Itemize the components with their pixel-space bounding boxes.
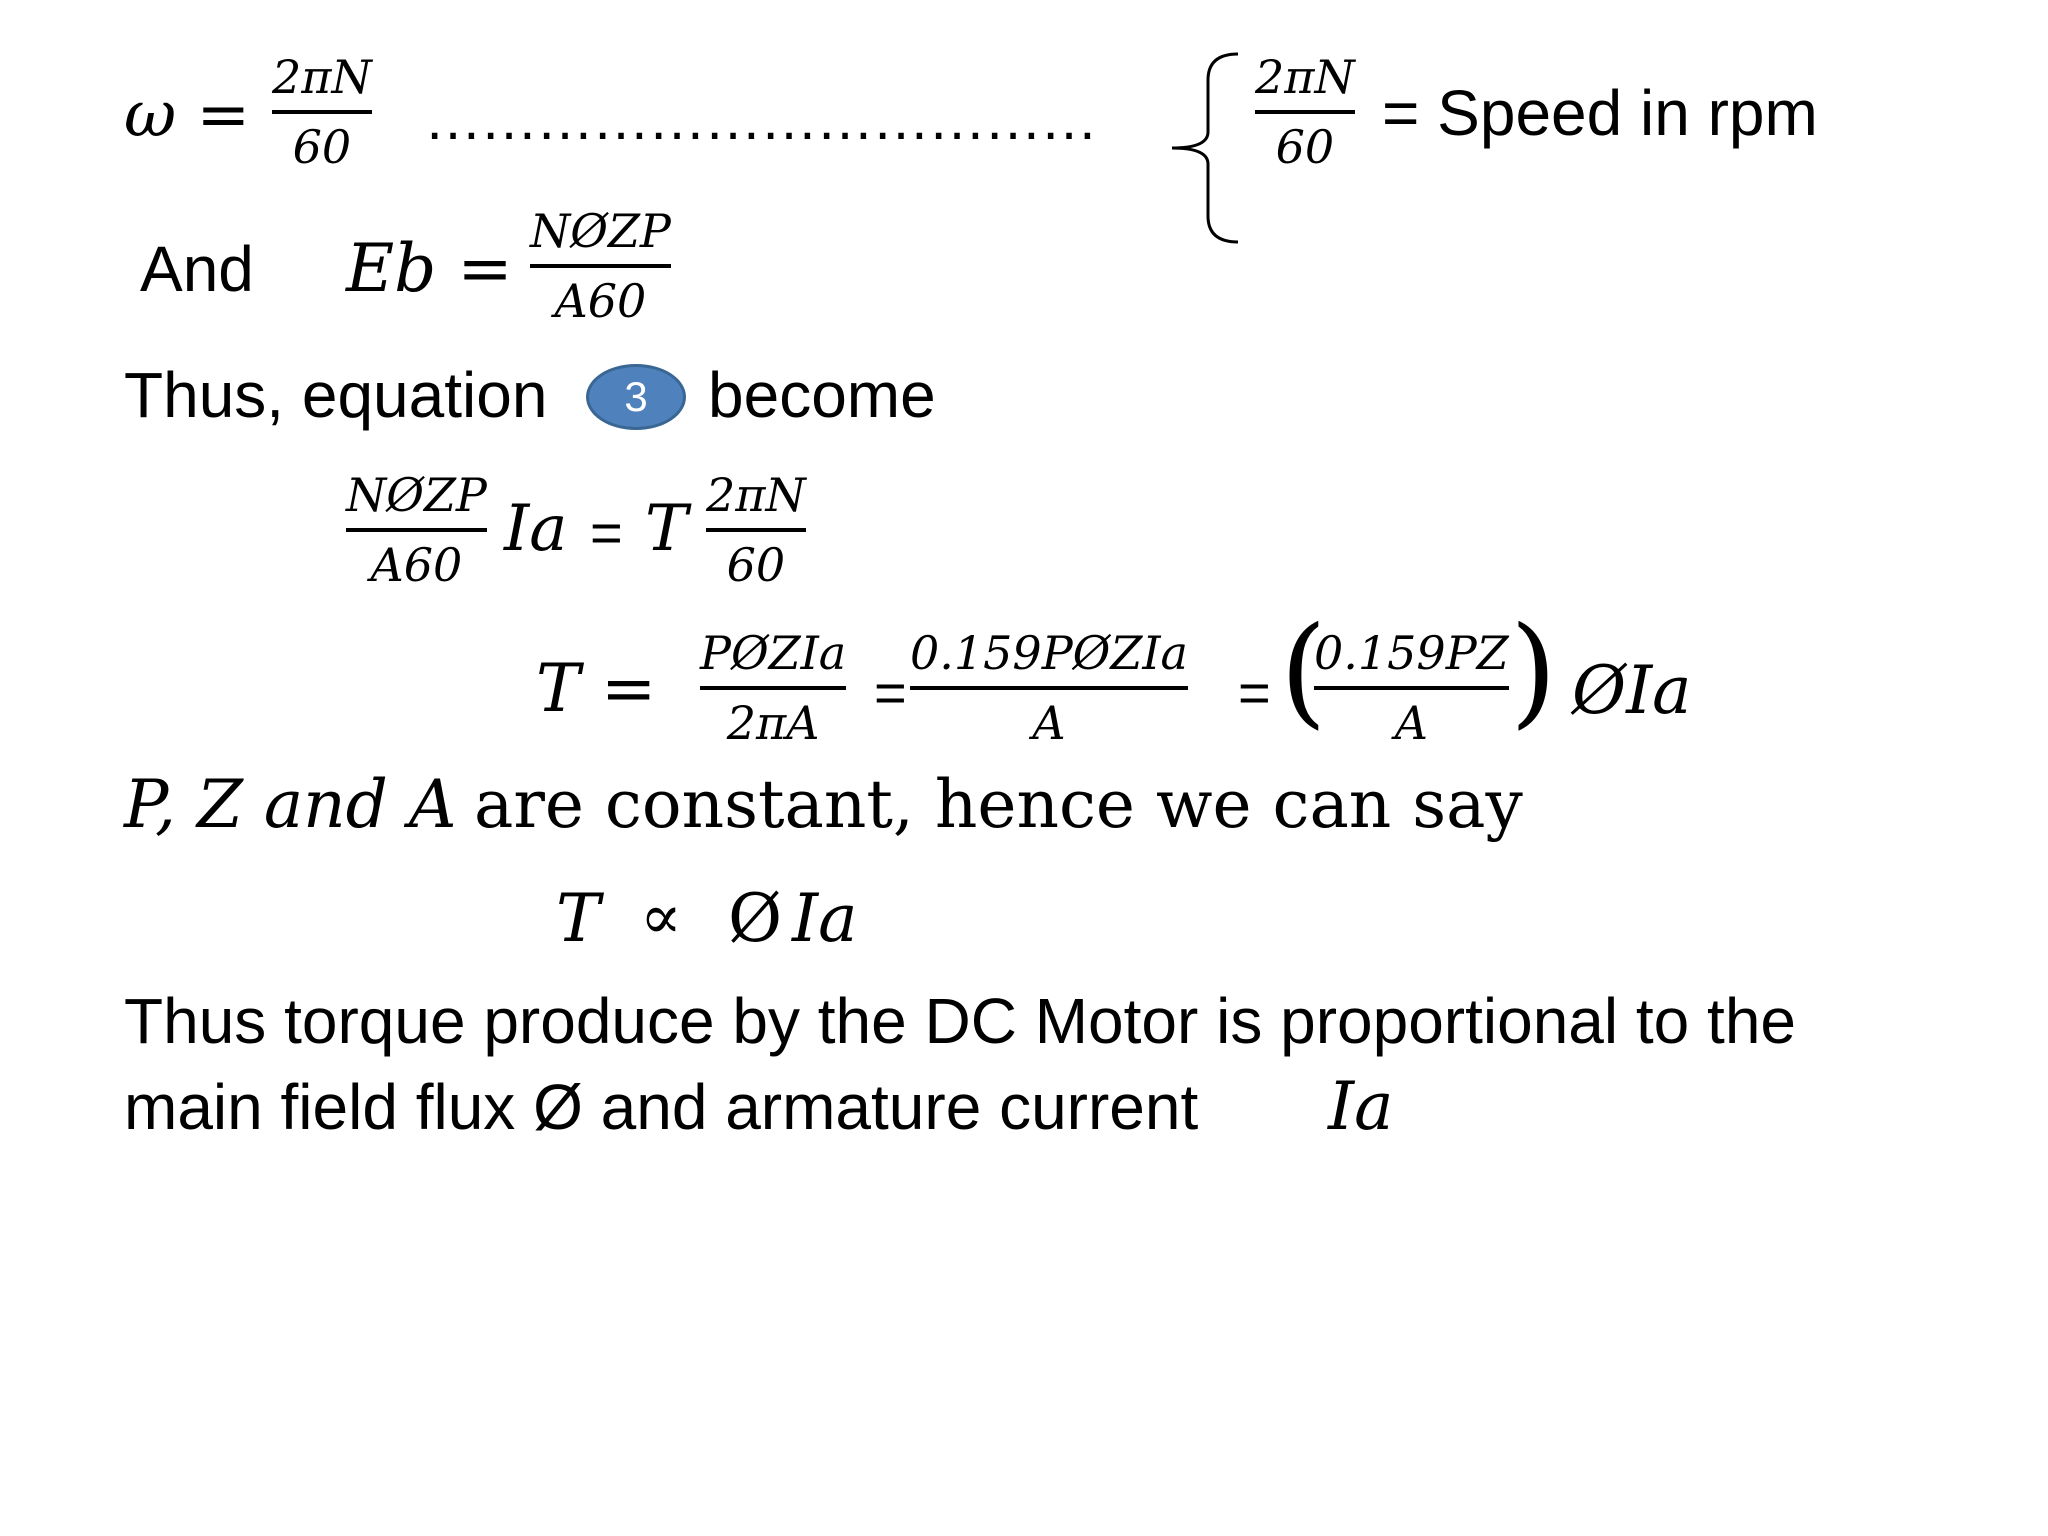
numerator: NØZP <box>346 468 487 522</box>
open-paren: ( <box>1280 602 1327 741</box>
torque-fraction-1: PØZIa 2πA <box>700 626 847 750</box>
torque-symbol: T <box>645 492 688 566</box>
curly-brace-icon <box>1171 52 1239 244</box>
flux-current-term: ØIa <box>1572 652 1692 729</box>
fraction-bar <box>530 264 671 268</box>
equation-number-badge: 3 <box>586 364 686 430</box>
speed-label: = Speed in rpm <box>1382 77 1818 149</box>
fraction-bar <box>910 686 1188 690</box>
numerator: 0.159PZ <box>1314 626 1509 680</box>
conclusion-ia-symbol: Ia <box>1328 1068 1394 1145</box>
torque-fraction-3: 0.159PZ A <box>1314 630 1509 746</box>
fraction-bar <box>272 110 372 114</box>
conclusion-line-1: Thus torque produce by the DC Motor is p… <box>124 985 1796 1057</box>
speed-fraction: 2πN 60 <box>1255 54 1355 170</box>
ia-symbol: Ia <box>792 880 858 957</box>
conclusion-line-2: main field flux Ø and armature current <box>124 1071 1199 1143</box>
torque-symbol: T <box>556 880 601 957</box>
eb-numerator: NØZP <box>530 204 671 258</box>
equals-sign: = <box>1238 661 1271 724</box>
eb-lhs: Eb = <box>346 230 513 307</box>
denominator: A60 <box>370 538 463 592</box>
flux-symbol: Ø <box>728 880 783 957</box>
numerator: PØZIa <box>700 626 847 680</box>
become-text: become <box>708 359 936 431</box>
fraction-bar <box>700 686 847 690</box>
denominator: 60 <box>726 538 786 592</box>
proportional-symbol: ∝ <box>640 880 682 953</box>
speed-numerator: 2πN <box>1255 50 1355 104</box>
fraction-bar <box>1255 110 1355 114</box>
omega-lhs: ω = <box>124 78 251 152</box>
numerator: 0.159PØZIa <box>910 626 1188 680</box>
badge-label: 3 <box>624 373 648 420</box>
speed-denominator: 60 <box>1275 120 1335 174</box>
fraction-bar <box>1314 686 1509 690</box>
omega-fraction-repeat: 2πN 60 <box>706 472 806 588</box>
torque-lhs: T = <box>536 650 657 727</box>
thus-equation-text: Thus, equation <box>124 359 548 431</box>
ia-symbol: Ia <box>504 492 568 566</box>
numerator: 2πN <box>706 468 806 522</box>
denominator: 2πA <box>726 696 820 750</box>
equals-sign: = <box>590 501 623 564</box>
constants-symbols: P, Z and A <box>124 766 457 843</box>
equals-sign: = <box>874 661 907 724</box>
omega-fraction: 2πN 60 <box>272 54 372 170</box>
omega-numerator: 2πN <box>272 50 372 104</box>
eb-fraction: NØZP A60 <box>530 208 671 324</box>
denominator: A <box>1032 696 1066 750</box>
denominator: A <box>1394 696 1428 750</box>
close-paren: ) <box>1510 602 1557 741</box>
leader-dots: ……………………………… <box>424 87 1098 152</box>
torque-fraction-2: 0.159PØZIa A <box>910 630 1188 746</box>
eb-denominator: A60 <box>554 274 647 328</box>
eb-fraction-repeat: NØZP A60 <box>346 472 487 588</box>
constants-text: are constant, hence we can say <box>474 766 1523 843</box>
and-label: And <box>140 233 254 305</box>
fraction-bar <box>706 528 806 532</box>
omega-denominator: 60 <box>292 120 352 174</box>
fraction-bar <box>346 528 487 532</box>
